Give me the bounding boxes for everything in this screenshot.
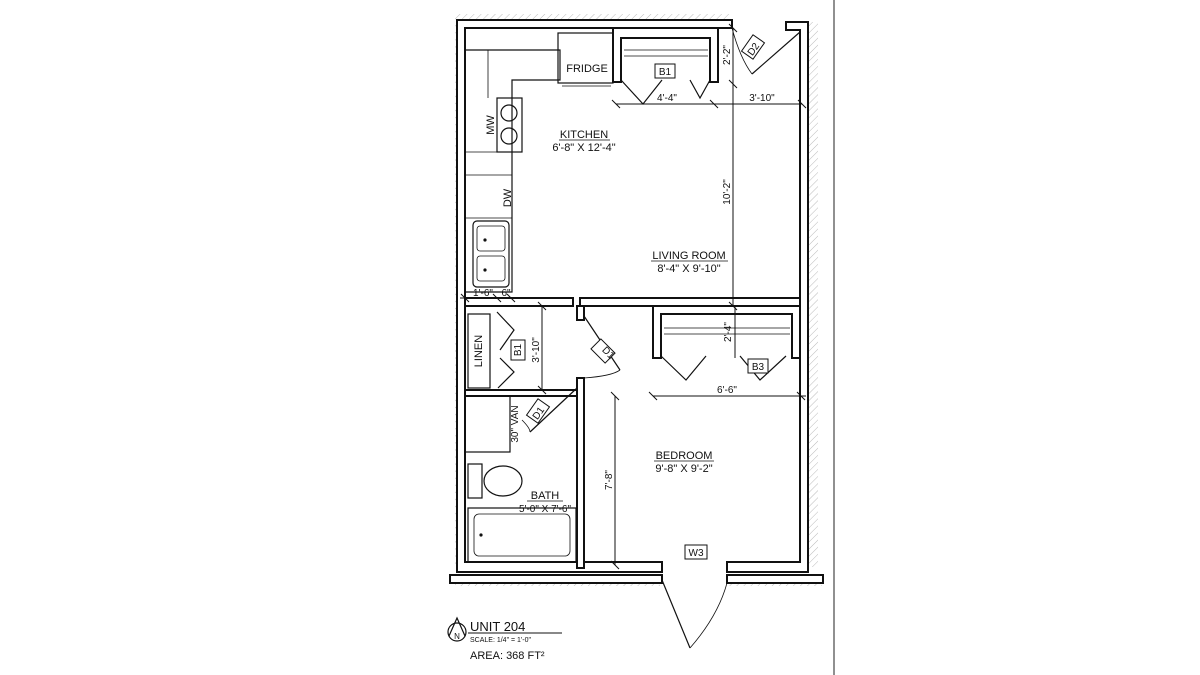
tag-b1-top: B1 <box>659 67 672 78</box>
bedroom-closet <box>652 305 801 381</box>
kitchen-size: 6'-8" X 12'-4" <box>552 142 615 154</box>
vanity <box>464 395 511 453</box>
tag-b3: B3 <box>752 362 765 373</box>
title-block: N UNIT 204 SCALE: 1/4" = 1'-0" AREA: 368… <box>447 616 562 662</box>
dim-counter-b: 6" <box>501 288 511 299</box>
north-arrow: N <box>454 632 460 641</box>
bathtub <box>467 507 577 563</box>
unit-title: UNIT 204 <box>470 619 525 634</box>
fridge-label: FRIDGE <box>566 63 608 75</box>
living-room-size: 8'-4" X 9'-10" <box>657 263 720 275</box>
dim-bed-closet-width: 6'-6" <box>717 385 737 396</box>
tag-b1-linen: B1 <box>513 343 524 356</box>
dim-linen-height: 3'-10" <box>531 337 542 363</box>
living-room-name: LIVING ROOM <box>652 250 725 262</box>
area-note: AREA: 368 FT² <box>470 650 545 662</box>
top-closet <box>612 27 719 105</box>
fridge <box>557 32 614 87</box>
kitchen-name: KITCHEN <box>560 129 608 141</box>
kitchen-sink <box>472 220 510 288</box>
bedroom-size: 9'-8" X 9'-2" <box>655 463 712 475</box>
dim-top-closet-depth: 2'-2" <box>722 45 733 65</box>
dim-living-depth: 10'-2" <box>722 179 733 205</box>
linen-label: LINEN <box>473 335 485 367</box>
tag-w3: W3 <box>689 548 704 559</box>
toilet <box>467 463 523 499</box>
dw-label: DW <box>502 188 514 207</box>
dim-counter-a: 1'-6" <box>473 288 493 299</box>
range-microwave <box>496 97 523 153</box>
bedroom-name: BEDROOM <box>656 450 713 462</box>
dim-entry-width: 3'-10" <box>749 93 775 104</box>
tag-boxes <box>510 34 769 560</box>
scale-note: SCALE: 1/4" = 1'-0" <box>470 637 531 644</box>
dim-bed-closet-depth: 2'-4" <box>723 322 734 342</box>
vanity-label: 30" VAN <box>510 405 521 442</box>
bath-size: 5'-0" X 7'-6" <box>519 504 572 515</box>
dimension-lines <box>460 23 807 570</box>
mw-label: MW <box>485 115 497 135</box>
kitchen-counters <box>465 49 561 293</box>
bath-name: BATH <box>531 490 560 502</box>
linen-closet <box>467 311 515 389</box>
dim-closet-top-width: 4'-4" <box>657 93 677 104</box>
dim-bedroom-depth: 7'-8" <box>604 470 615 490</box>
